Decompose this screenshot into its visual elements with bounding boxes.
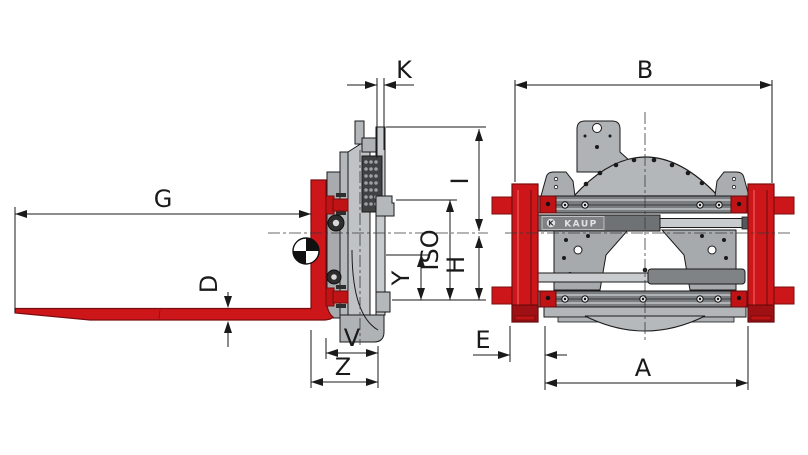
upper-cylinder: K KAUP	[537, 214, 749, 232]
dimension-B: B	[514, 56, 773, 183]
mount-block-lower	[375, 291, 391, 313]
body-fillet-line	[351, 249, 379, 331]
bottom-skid	[339, 314, 385, 343]
kaup-logo-symbol-badge	[546, 218, 556, 228]
dimension-ISO: ISO	[396, 199, 457, 300]
rail-bolts-upper	[561, 201, 723, 209]
dimension-K: K	[347, 56, 414, 158]
dim-label-V: V	[344, 324, 361, 352]
blade-seam	[158, 309, 161, 320]
left-post	[491, 183, 539, 323]
dim-label-B: B	[637, 56, 653, 84]
hook-tab	[336, 211, 346, 215]
upper-rail	[537, 195, 749, 214]
mount-hook-upper	[375, 195, 395, 217]
rail-bolts-lower	[561, 295, 722, 303]
dimension-Y: Y	[386, 254, 428, 300]
fork-hooks	[325, 193, 349, 308]
dome-bolt-holes	[583, 157, 705, 187]
dimension-I: I	[386, 126, 486, 231]
post-tab	[773, 196, 795, 215]
bracket-hole	[592, 123, 602, 133]
dimension-G: G	[14, 185, 311, 312]
hook-tab	[336, 304, 346, 308]
piston-rod-lower	[537, 272, 651, 283]
kaup-logo-symbol: K	[548, 220, 554, 228]
dimension-E: E	[473, 326, 567, 390]
dim-label-Y: Y	[387, 270, 415, 286]
lower-hook-plate	[332, 290, 349, 304]
dim-label-K: K	[396, 56, 413, 84]
dim-label-Z: Z	[335, 353, 351, 381]
center-of-gravity-icon	[292, 237, 320, 265]
hook-tab	[336, 285, 346, 289]
top-bracket	[576, 120, 632, 173]
lower-rail	[537, 290, 749, 308]
kaup-logo-text: KAUP	[564, 220, 598, 230]
rotator-dome	[572, 156, 720, 197]
fork	[14, 179, 334, 321]
post-tab	[491, 196, 513, 215]
cylinder-body-lower	[647, 268, 746, 285]
dimension-A: A	[545, 326, 749, 390]
front-view: K KAUP	[491, 112, 795, 340]
hook-tab	[336, 193, 346, 197]
dim-label-A: A	[635, 354, 652, 382]
upper-hook-plate	[332, 198, 349, 212]
dim-label-G: G	[154, 185, 173, 213]
dim-label-H: H	[442, 256, 470, 274]
side-ears	[540, 171, 750, 197]
post-tab	[773, 286, 795, 305]
locking-knob-lower-center	[331, 274, 337, 280]
carriage-body	[326, 120, 395, 343]
dimension-V: V	[325, 324, 379, 388]
top-pin	[354, 120, 365, 145]
post-tab	[491, 286, 513, 305]
right-post	[747, 183, 795, 323]
dim-label-E: E	[475, 326, 490, 354]
fork-profile	[14, 179, 334, 321]
dimension-D: D	[195, 275, 232, 347]
kaup-logo: K KAUP	[541, 216, 605, 230]
dim-label-I: I	[446, 177, 474, 184]
piston-rod-upper	[659, 218, 749, 228]
dim-label-D: D	[195, 275, 223, 293]
locking-knob-upper-center	[332, 219, 340, 227]
dimension-Z: Z	[310, 330, 378, 388]
dimension-H: H	[442, 236, 483, 300]
